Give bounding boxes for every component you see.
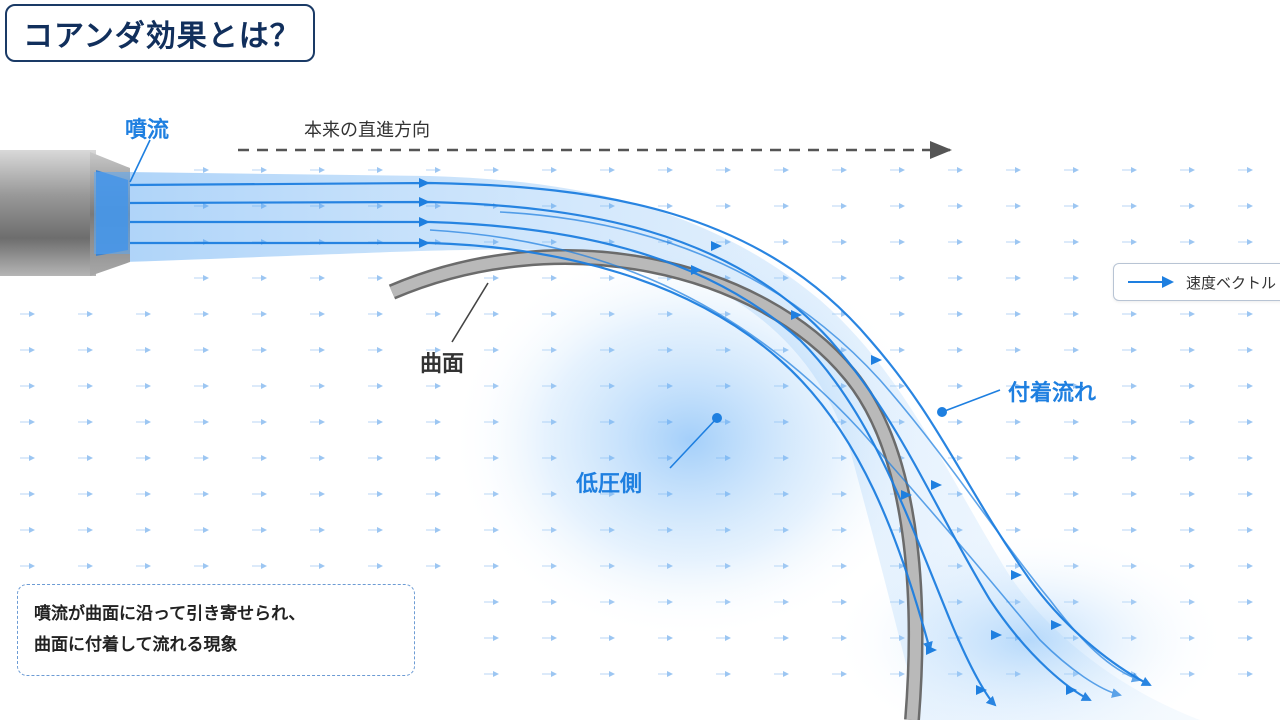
jet-label: 噴流 xyxy=(125,118,170,143)
caption-line-2: 曲面に付着して流れる現象 xyxy=(34,635,238,655)
streamline-arrowhead xyxy=(419,178,430,188)
streamline-arrowhead xyxy=(419,238,430,248)
streamline xyxy=(128,220,997,707)
lowpress-leader-line xyxy=(669,417,718,469)
surface-leader-line xyxy=(451,282,489,343)
curved-surface-label: 曲面 xyxy=(420,352,465,377)
streamline-arrowhead xyxy=(1066,685,1077,695)
page-title: コアンダ効果とは？ xyxy=(5,4,315,62)
arrow-right-icon xyxy=(1128,276,1174,288)
streamline-arrowhead xyxy=(901,490,912,500)
jet-leader-line xyxy=(129,139,151,183)
streamline-arrowhead xyxy=(419,197,430,207)
streamline-arrowhead xyxy=(1051,620,1062,630)
lowpress-leader-dot xyxy=(712,413,722,423)
original-direction-label: 本来の直進方向 xyxy=(304,120,430,141)
jet-streamlines xyxy=(127,178,1152,707)
streamline-arrowhead xyxy=(991,630,1002,640)
streamline xyxy=(127,200,1092,701)
streamline-arrowhead xyxy=(931,480,942,490)
attached-leader-line xyxy=(941,389,1001,413)
caption-box: 噴流が曲面に沿って引き寄せられ、 曲面に付着して流れる現象 xyxy=(17,584,415,676)
streamline xyxy=(127,181,1152,686)
streamline-arrowhead xyxy=(871,355,882,365)
low-pressure-label: 低圧側 xyxy=(576,472,643,497)
streamline-arrowhead xyxy=(691,265,702,275)
caption-line-1: 噴流が曲面に沿って引き寄せられ、 xyxy=(34,604,306,624)
streamline-arrowhead xyxy=(926,645,937,655)
streamline xyxy=(429,229,1122,698)
nozzle-icon xyxy=(0,150,130,276)
streamline-arrowhead xyxy=(711,241,722,251)
attached-flow-label: 付着流れ xyxy=(1008,381,1097,406)
streamline-arrowhead xyxy=(1011,570,1022,580)
jet-glow-band xyxy=(125,172,1200,720)
streamline-arrowhead xyxy=(791,310,802,320)
legend-label: 速度ベクトル xyxy=(1186,273,1277,292)
streamline xyxy=(499,211,1142,683)
streamline xyxy=(128,241,933,652)
legend: 速度ベクトル xyxy=(1113,263,1280,301)
attached-leader-dot xyxy=(937,407,947,417)
streamline-arrowhead xyxy=(419,217,430,227)
streamline-arrowhead xyxy=(976,685,987,695)
